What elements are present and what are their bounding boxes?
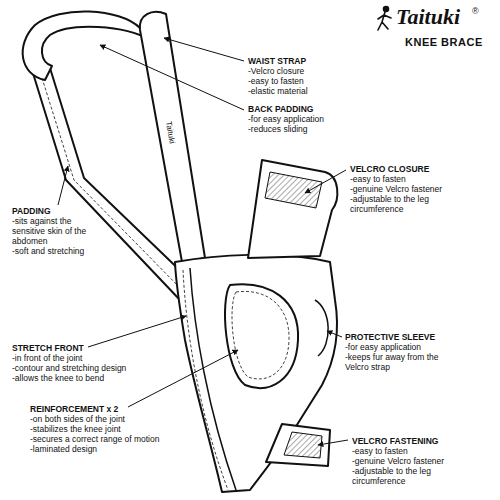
waist-strap-hook (23, 11, 150, 80)
registered-mark: ® (472, 6, 479, 16)
callout-bullet: -contour and stretching design (12, 363, 172, 373)
callout-bullet: -for easy application (248, 114, 373, 124)
velcro-closure-strap (248, 160, 337, 258)
callout-bullet: -easy to fasten (248, 76, 373, 86)
leader-line (128, 350, 238, 407)
callout-bullet: -Velcro closure (248, 66, 373, 76)
leader-line (318, 440, 348, 445)
callout-heading: BACK PADDING (248, 104, 373, 114)
callout: PADDING-sits against the sensitive skin … (12, 206, 102, 256)
callout-heading: WAIST STRAP (248, 56, 373, 66)
callout: VELCRO CLOSURE-easy to fasten-genuine Ve… (350, 164, 458, 214)
protective-sleeve (315, 300, 328, 356)
callout-bullet: -allows the knee to bend (12, 373, 172, 383)
leader-line (88, 316, 186, 347)
stitching (232, 291, 289, 379)
brand-logo: Taituki (396, 4, 460, 30)
leader-lines (58, 38, 348, 445)
logo-icon (378, 7, 391, 31)
callout-bullet: -secures a correct range of motion (30, 434, 195, 444)
callout-bullet: -stabilizes the knee joint (30, 424, 195, 434)
velcro-patch (265, 172, 322, 208)
leader-line (327, 331, 342, 337)
velcro-patch (284, 432, 322, 458)
callout: VELCRO FASTENING-easy to fasten-genuine … (352, 436, 460, 486)
callout: BACK PADDING-for easy application-reduce… (248, 104, 373, 134)
product-title: KNEE BRACE (405, 36, 483, 48)
callout: STRETCH FRONT-in front of the joint-cont… (12, 343, 172, 383)
callout-heading: PADDING (12, 206, 102, 216)
callout: REINFORCEMENT x 2-on both sides of the j… (30, 404, 195, 454)
callout-heading: VELCRO CLOSURE (350, 164, 458, 174)
leader-line (100, 45, 244, 110)
callout-heading: REINFORCEMENT x 2 (30, 404, 195, 414)
reinforcement (225, 284, 298, 388)
leader-line (305, 170, 346, 193)
waist-strap (140, 12, 205, 262)
callout-bullet: -reduces sliding (248, 124, 373, 134)
callout: WAIST STRAP-Velcro closure-easy to faste… (248, 56, 373, 96)
leader-line (164, 38, 244, 61)
callout-bullet: -on both sides of the joint (30, 414, 195, 424)
callout-bullet: -keeps fur away from the Velcro strap (345, 352, 445, 372)
callout-bullet: -soft and stretching (12, 246, 102, 256)
callout-bullet: -laminated design (30, 444, 195, 454)
callout-bullet: -adjustable to the leg circumference (352, 466, 460, 486)
callout-bullet: -genuine Velcro fastener (352, 456, 460, 466)
callout-bullet: -in front of the joint (12, 353, 172, 363)
callout-heading: VELCRO FASTENING (352, 436, 460, 446)
stitching (183, 270, 228, 490)
callout-bullet: -sits against the sensitive skin of the … (12, 216, 102, 246)
brace-body (175, 255, 337, 492)
callout-bullet: -adjustable to the leg circumference (350, 194, 458, 214)
callout-bullet: -for easy application (345, 342, 445, 352)
callout-bullet: -easy to fasten (352, 446, 460, 456)
callout-bullet: -elastic material (248, 86, 373, 96)
callout-heading: PROTECTIVE SLEEVE (345, 332, 445, 342)
callout-heading: STRETCH FRONT (12, 343, 172, 353)
leader-line (58, 166, 68, 205)
callout-bullet: -genuine Velcro fastener (350, 184, 458, 194)
callout-bullet: -easy to fasten (350, 174, 458, 184)
callout: PROTECTIVE SLEEVE-for easy application-k… (345, 332, 445, 372)
